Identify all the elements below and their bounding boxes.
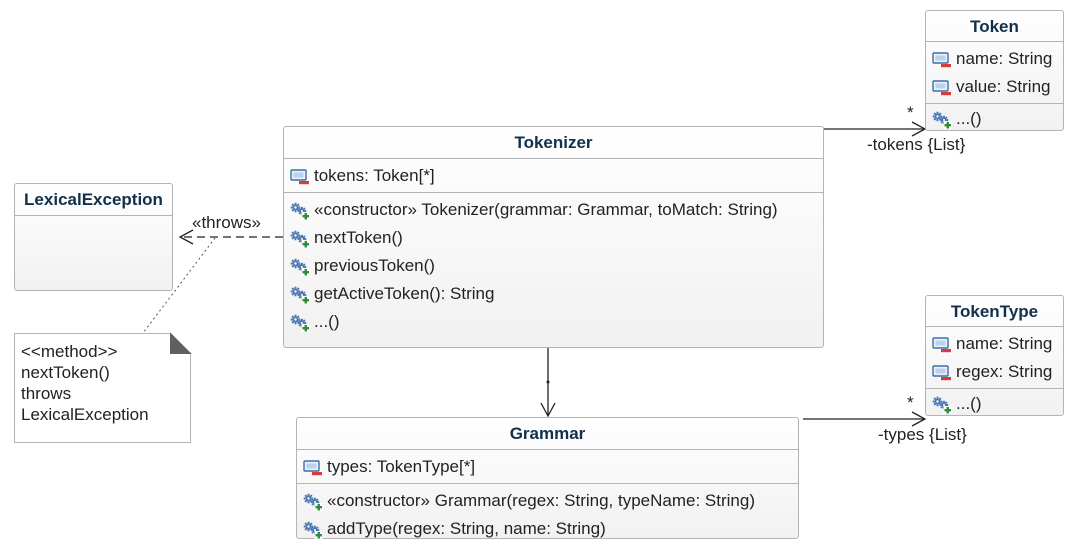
operation-text: «constructor» Grammar(regex: String, typ…	[327, 491, 755, 510]
note-shape	[14, 333, 191, 443]
operation-text: addType(regex: String, name: String)	[327, 519, 606, 538]
attribute-text: name: String	[956, 334, 1053, 353]
attribute-row[interactable]: tokens: Token[*]	[284, 162, 823, 190]
method-gear-icon	[290, 257, 310, 276]
field-icon	[932, 335, 952, 353]
method-gear-icon	[290, 285, 310, 304]
attribute-text: value: String	[956, 77, 1051, 96]
types-arrowhead	[911, 411, 927, 427]
class-token[interactable]: Token name: String value: String ...()	[925, 10, 1064, 131]
grammar-association-dot	[546, 380, 550, 384]
method-gear-icon	[303, 492, 323, 511]
attribute-text: name: String	[956, 49, 1053, 68]
note-fold	[170, 332, 192, 354]
operation-text: ...()	[956, 109, 982, 128]
class-lexicalexception[interactable]: LexicalException	[14, 183, 173, 291]
method-note: <<method>> nextToken() throws LexicalExc…	[14, 333, 191, 443]
attribute-text: regex: String	[956, 362, 1053, 381]
types-role-label: -types {List}	[878, 425, 967, 444]
attribute-row[interactable]: regex: String	[926, 358, 1063, 386]
field-icon	[290, 167, 310, 185]
grammar-arrowhead	[540, 402, 556, 418]
operation-text: previousToken()	[314, 256, 435, 275]
operation-row[interactable]: ...()	[926, 105, 1063, 133]
operations-section: ...()	[926, 389, 1063, 418]
field-icon	[932, 50, 952, 68]
field-icon	[932, 78, 952, 96]
operations-section: «constructor» Grammar(regex: String, typ…	[297, 484, 798, 545]
tokens-role-label: -tokens {List}	[867, 135, 966, 154]
attributes-section: name: String value: String	[926, 42, 1063, 104]
attribute-text: tokens: Token[*]	[314, 166, 435, 185]
attribute-row[interactable]: name: String	[926, 330, 1063, 358]
operation-text: getActiveToken(): String	[314, 284, 495, 303]
method-gear-icon	[303, 520, 323, 539]
tokens-multiplicity: *	[907, 103, 914, 122]
operation-row[interactable]: nextToken()	[284, 224, 823, 252]
method-gear-icon	[932, 395, 952, 414]
attribute-text: types: TokenType[*]	[327, 457, 476, 476]
operation-row[interactable]: ...()	[284, 308, 823, 336]
note-line: LexicalException	[21, 405, 149, 424]
class-title: TokenType	[926, 296, 1063, 327]
class-grammar[interactable]: Grammar types: TokenType[*] «constructor…	[296, 417, 799, 539]
attribute-row[interactable]: types: TokenType[*]	[297, 453, 798, 481]
operation-text: ...()	[314, 312, 340, 331]
note-line: nextToken()	[21, 363, 110, 382]
method-gear-icon	[290, 201, 310, 220]
types-multiplicity: *	[907, 393, 914, 412]
method-gear-icon	[932, 110, 952, 129]
note-line: <<method>>	[21, 342, 118, 361]
attributes-section: types: TokenType[*]	[297, 450, 798, 484]
class-title: Grammar	[297, 418, 798, 450]
attributes-section: name: String regex: String	[926, 327, 1063, 389]
operation-row[interactable]: «constructor» Grammar(regex: String, typ…	[297, 487, 798, 515]
throws-label: «throws»	[192, 213, 261, 232]
class-tokentype[interactable]: TokenType name: String regex: String ...…	[925, 295, 1064, 416]
class-title: LexicalException	[15, 184, 172, 216]
operation-row[interactable]: addType(regex: String, name: String)	[297, 515, 798, 543]
class-title: Token	[926, 11, 1063, 42]
attributes-section: tokens: Token[*]	[284, 159, 823, 193]
class-title: Tokenizer	[284, 127, 823, 159]
operation-row[interactable]: getActiveToken(): String	[284, 280, 823, 308]
operation-text: nextToken()	[314, 228, 403, 247]
operations-section: ...()	[926, 104, 1063, 133]
method-gear-icon	[290, 313, 310, 332]
field-icon	[932, 363, 952, 381]
field-icon	[303, 458, 323, 476]
operation-text: ...()	[956, 394, 982, 413]
attribute-row[interactable]: name: String	[926, 45, 1063, 73]
operations-section: «constructor» Tokenizer(grammar: Grammar…	[284, 193, 823, 338]
note-text: <<method>> nextToken() throws LexicalExc…	[21, 341, 149, 425]
operation-row[interactable]: ...()	[926, 390, 1063, 418]
note-line: throws	[21, 384, 72, 403]
attribute-row[interactable]: value: String	[926, 73, 1063, 101]
operation-row[interactable]: «constructor» Tokenizer(grammar: Grammar…	[284, 196, 823, 224]
method-gear-icon	[290, 229, 310, 248]
throws-arrowhead	[178, 229, 194, 245]
operation-text: «constructor» Tokenizer(grammar: Grammar…	[314, 200, 778, 219]
class-tokenizer[interactable]: Tokenizer tokens: Token[*] «constructor»…	[283, 126, 824, 348]
operation-row[interactable]: previousToken()	[284, 252, 823, 280]
